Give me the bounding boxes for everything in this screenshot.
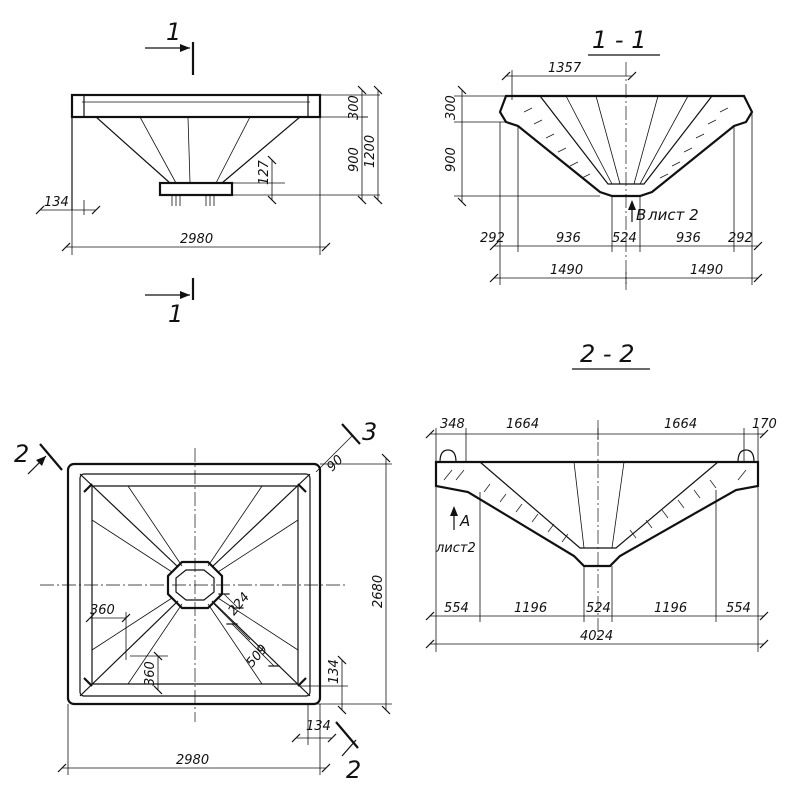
sheet-ref-b: лист 2 — [647, 206, 699, 224]
sheet-ref-a: лист2 — [435, 541, 476, 556]
elevation-top-slab — [70, 93, 322, 119]
section-2-2-dim-554-left: 554 — [444, 601, 469, 616]
section-1-1-title: 1 - 1 — [592, 26, 646, 54]
section-1-1: 1 - 1 В лист 2 1357 — [444, 26, 763, 290]
plan-dim-509: 509 — [244, 642, 271, 671]
section-2-2-dim-554-right: 554 — [726, 601, 751, 616]
section-1-1-dim-936-right: 936 — [676, 231, 701, 246]
section-1-1-dim-1490-right: 1490 — [690, 263, 723, 278]
cut-line-3 — [341, 423, 361, 445]
plan-dim-360-vertical: 360 — [143, 661, 158, 686]
elevation-dim-134: 134 — [44, 195, 69, 210]
cut-line-2-top — [39, 443, 63, 471]
elevation-bottom-ring — [158, 181, 234, 197]
section-1-1-dim-1490-left: 1490 — [550, 263, 583, 278]
section-2-2-dim-348: 348 — [440, 417, 465, 432]
plan-outlet-octagon — [166, 560, 224, 610]
plan-dim-134-horizontal: 134 — [306, 719, 331, 734]
cut-3-label: 3 — [362, 418, 377, 446]
plan-dim-224: 224 — [226, 590, 253, 619]
cut-1-label-top: 1 — [166, 18, 181, 46]
section-2-2-dim-1664-left: 1664 — [506, 417, 539, 432]
elevation-dim-2980: 2980 — [180, 232, 213, 247]
section-2-2-dim-1196-left: 1196 — [514, 601, 547, 616]
cut-line-2-bottom — [335, 721, 359, 749]
elevation-dim-300: 300 — [347, 95, 362, 120]
section-1-1-wall-hatch — [523, 107, 729, 179]
section-2-2-dim-4024: 4024 — [580, 629, 613, 644]
plan-dim-134-vertical: 134 — [327, 659, 342, 684]
section-2-2-dim-1664-right: 1664 — [664, 417, 697, 432]
plan-outer-outline — [66, 462, 322, 706]
plan-dim-2680: 2680 — [371, 575, 386, 608]
section-1-1-dim-900: 900 — [444, 147, 459, 172]
section-2-2: 2 - 2 A лист2 — [425, 340, 777, 652]
cut-1-label-bottom: 1 — [168, 300, 183, 328]
section-2-2-dim-170: 170 — [752, 417, 777, 432]
elevation-view: 1 1 2980 134 300 900 1200 127 — [35, 18, 383, 328]
section-2-2-lifting-loops — [439, 449, 755, 463]
section-2-2-wall-hatch — [443, 469, 747, 543]
cut-2-label-top: 2 — [14, 440, 29, 468]
section-2-2-title: 2 - 2 — [580, 340, 634, 368]
view-a-label: A — [459, 512, 470, 530]
elevation-dim-1200: 1200 — [363, 135, 378, 168]
section-1-1-dim-292-right: 292 — [728, 231, 753, 246]
elevation-dim-127: 127 — [257, 159, 272, 185]
plan-dim-360-horizontal: 360 — [90, 603, 115, 618]
section-1-1-dim-1357: 1357 — [548, 61, 582, 76]
plan-dim-2980: 2980 — [176, 753, 209, 768]
cut-2-label-bottom: 2 — [346, 756, 361, 784]
section-1-1-dim-300: 300 — [444, 95, 459, 120]
view-b-label: В — [636, 206, 646, 224]
section-1-1-dim-524: 524 — [612, 231, 637, 246]
elevation-dim-900: 900 — [347, 147, 362, 172]
section-2-2-outline — [434, 460, 760, 568]
section-2-2-dim-1196-right: 1196 — [654, 601, 687, 616]
section-2-2-dim-524: 524 — [586, 601, 611, 616]
plan-view: 2 2 3 90 2680 134 134 2980 360 360 — [14, 418, 392, 784]
section-1-1-dim-936-left: 936 — [556, 231, 581, 246]
section-1-1-dim-292-left: 292 — [480, 231, 505, 246]
